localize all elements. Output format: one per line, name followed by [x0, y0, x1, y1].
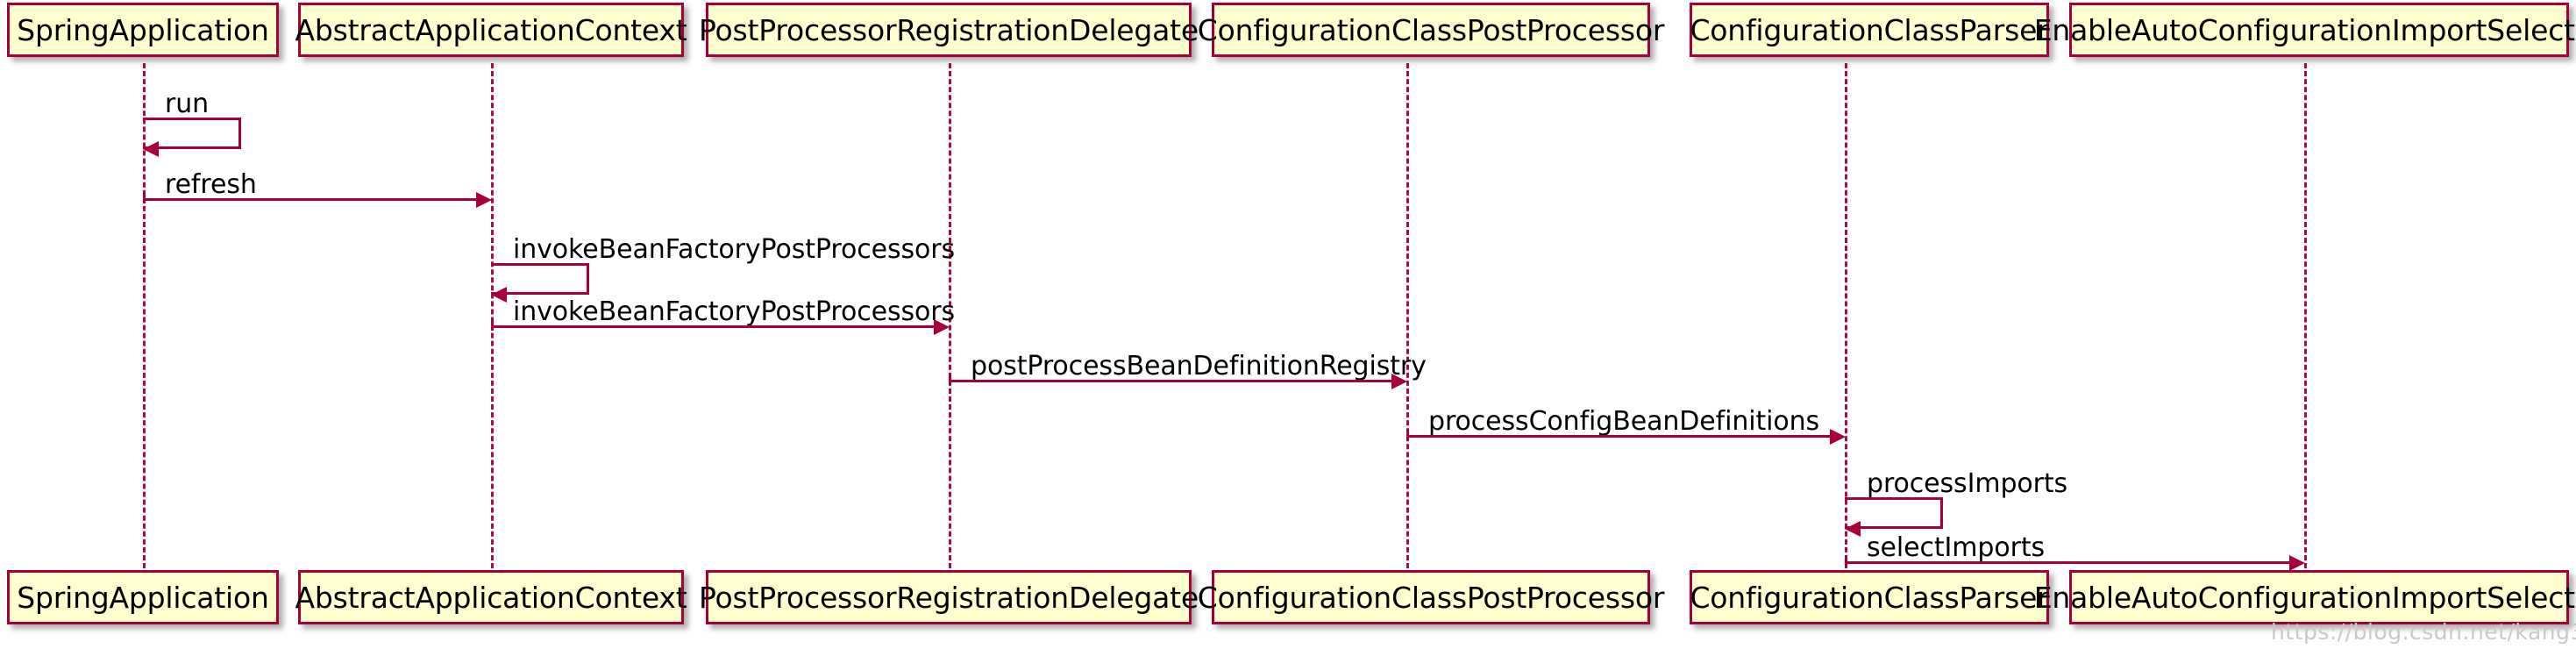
self-call-loop-run [143, 118, 241, 149]
participant-footer-box[interactable]: SpringApplication [7, 570, 279, 624]
message-label-process-config-bean-definitions: processConfigBeanDefinitions [1428, 406, 1820, 437]
message-line-invoke-bean-factory-post-processors [491, 325, 934, 328]
participant-footer-box[interactable]: ConfigurationClassParser [1690, 570, 2049, 624]
lifeline-configuration-class-parser [1845, 63, 1847, 568]
arrow-head-invoke-bean-factory-post-processors-self [491, 287, 507, 303]
message-label-process-imports: processImports [1867, 468, 2068, 499]
message-label-invoke-bean-factory-post-processors-self: invokeBeanFactoryPostProcessors [513, 234, 956, 265]
message-origin-cap-select-imports [1845, 555, 1847, 567]
message-origin-cap-refresh [143, 192, 146, 203]
participant-header-box[interactable]: AbstractApplicationContext [295, 3, 687, 57]
lifeline-spring-application [143, 63, 146, 568]
arrow-head-select-imports [2289, 555, 2305, 571]
self-call-loop-process-imports [1845, 497, 1943, 529]
participant-header-box[interactable]: ConfigurationClassPostProcessor [1198, 3, 1664, 57]
message-label-run: run [165, 89, 210, 119]
arrow-head-refresh [476, 192, 492, 208]
participant-footer-box[interactable]: ConfigurationClassPostProcessor [1198, 570, 1664, 624]
participant-header-box[interactable]: SpringApplication [7, 3, 279, 57]
lifeline-abstract-application-context [491, 63, 494, 568]
self-call-loop-invoke-bean-factory-post-processors [491, 263, 589, 295]
message-line-process-config-bean-definitions [1406, 435, 1830, 438]
arrow-head-process-imports [1845, 521, 1861, 537]
participant-header-box[interactable]: ConfigurationClassParser [1690, 3, 2049, 57]
lifeline-enable-auto-configuration-import-selector [2304, 63, 2307, 568]
message-label-refresh: refresh [165, 169, 257, 200]
message-line-refresh [143, 198, 476, 201]
message-label-post-process-bean-definition-registry: postProcessBeanDefinitionRegistry [971, 351, 1427, 382]
lifeline-configuration-class-post-processor [1406, 63, 1409, 568]
lifeline-post-processor-registration-delegate [949, 63, 951, 568]
message-label-invoke-bean-factory-post-processors: invokeBeanFactoryPostProcessors [513, 296, 956, 327]
message-origin-cap-process-config-bean-definitions [1406, 429, 1409, 440]
participant-footer-box[interactable]: EnableAutoConfigurationImportSelector [2034, 570, 2576, 624]
participant-header-box[interactable]: EnableAutoConfigurationImportSelector [2034, 3, 2576, 57]
message-label-select-imports: selectImports [1867, 532, 2046, 563]
message-line-select-imports [1845, 561, 2289, 564]
message-origin-cap-invoke-bean-factory-post-processors [491, 319, 494, 331]
arrow-head-process-config-bean-definitions [1830, 429, 1846, 445]
message-line-post-process-bean-definition-registry [949, 380, 1391, 382]
watermark-text: https://blog.csdn.net/kang389110772 [2271, 619, 2576, 645]
arrow-head-invoke-bean-factory-post-processors [934, 319, 950, 335]
arrow-head-post-process-bean-definition-registry [1391, 374, 1407, 389]
message-origin-cap-post-process-bean-definition-registry [949, 374, 951, 385]
participant-footer-box[interactable]: PostProcessorRegistrationDelegate [699, 570, 1199, 624]
participant-footer-box[interactable]: AbstractApplicationContext [295, 570, 687, 624]
participant-header-box[interactable]: PostProcessorRegistrationDelegate [699, 3, 1199, 57]
arrow-head-run [143, 141, 159, 157]
